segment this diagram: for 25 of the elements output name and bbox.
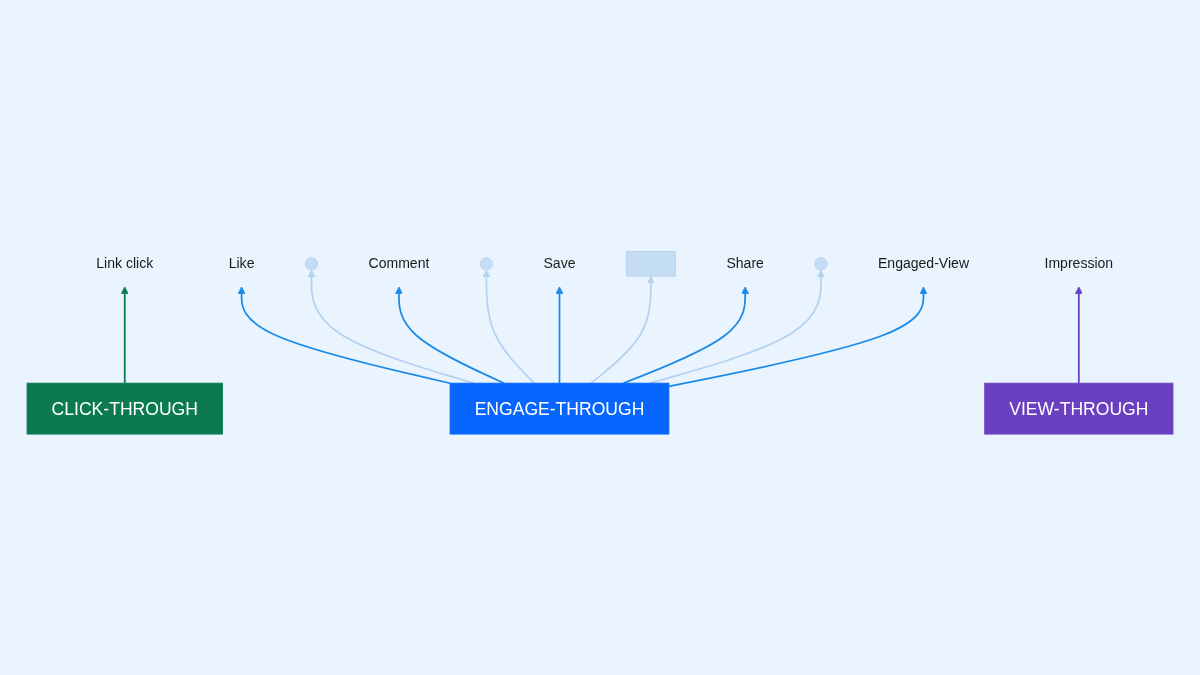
node-box: CLICK-THROUGH (26, 382, 223, 435)
arrow (1074, 286, 1083, 384)
arrow (668, 286, 928, 388)
arrow (622, 286, 749, 384)
node-text: Share (726, 255, 764, 271)
arrow (482, 269, 536, 384)
node-text: Engaged-View (877, 255, 970, 271)
node-text: Save (543, 255, 576, 271)
node-circle (479, 257, 493, 271)
node-text: Like (228, 255, 255, 271)
node-box: ENGAGE-THROUGH (449, 382, 670, 435)
node-circle (814, 257, 828, 271)
node-text: Link click (96, 255, 154, 271)
arrow (555, 286, 564, 384)
node-text: Comment (368, 255, 430, 271)
arrow (120, 286, 129, 384)
node-circle (304, 257, 319, 271)
arrow (648, 269, 825, 384)
arrow (590, 275, 655, 384)
arrow (307, 269, 475, 384)
arrow (237, 286, 451, 385)
arrow (395, 286, 505, 384)
node-box (625, 251, 676, 277)
node-box: VIEW-THROUGH (984, 382, 1174, 435)
node-text: Impression (1044, 255, 1114, 271)
